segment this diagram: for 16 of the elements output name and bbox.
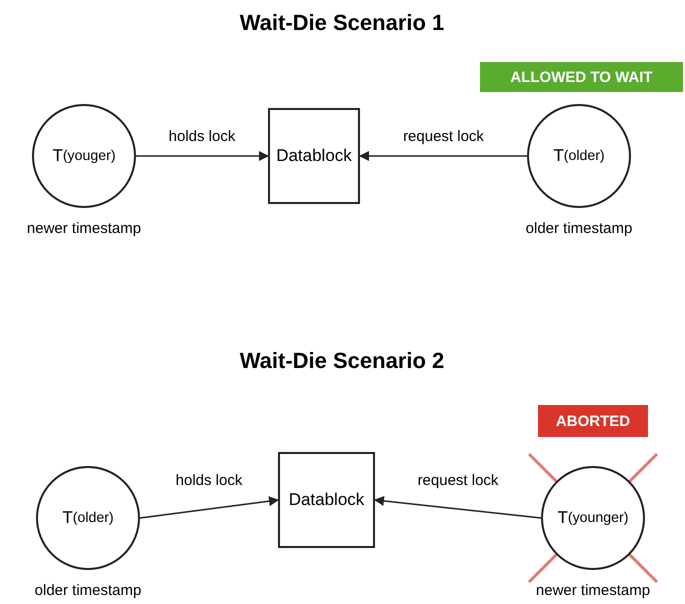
arrow — [136, 151, 269, 161]
status-badge: ALLOWED TO WAIT — [480, 62, 683, 92]
timestamp-caption: newer timestamp — [26, 220, 142, 237]
timestamp-caption: older timestamp — [526, 220, 632, 237]
datablock-box: Datablock — [278, 452, 375, 548]
edge-label: request lock — [416, 472, 500, 489]
edge-label: request lock — [401, 128, 486, 145]
status-badge: ABORTED — [538, 405, 648, 437]
arrow — [359, 151, 527, 161]
scenario-heading: Wait-Die Scenario 1 — [240, 10, 444, 36]
timestamp-caption: newer timestamp — [536, 582, 650, 599]
timestamp-caption: older timestamp — [34, 582, 142, 599]
scenario-heading: Wait-Die Scenario 2 — [240, 348, 444, 374]
arrow — [140, 496, 279, 519]
arrow — [374, 496, 542, 519]
datablock-box: Datablock — [268, 108, 360, 204]
